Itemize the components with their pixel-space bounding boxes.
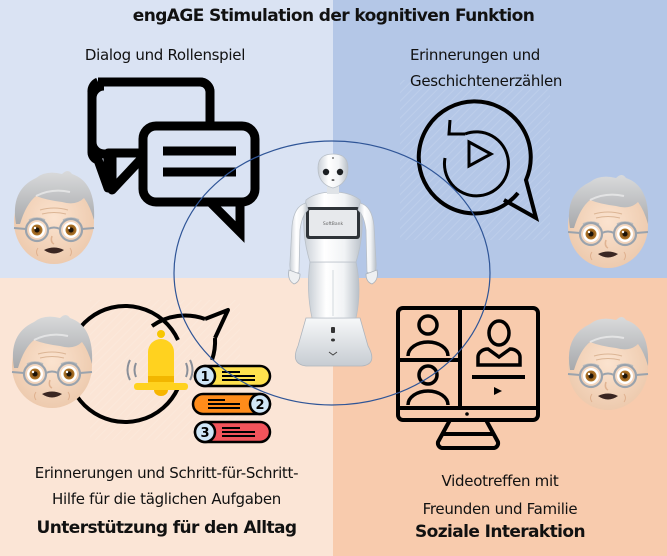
- social-caption-line-2: Freunden und Familie: [422, 500, 578, 518]
- older-person-face-bottom-right: [566, 315, 650, 412]
- replay-bubble-icon: [416, 99, 540, 223]
- svg-text:1: 1: [200, 370, 209, 385]
- memories-caption-line-2: Geschichtenerzählen: [410, 72, 563, 90]
- bell-checklist-icon: 1 2 3: [65, 304, 272, 444]
- pepper-robot-image: SoftBank: [288, 153, 378, 367]
- daily-support-caption-line-1: Erinnerungen und Schritt-für-Schritt-: [34, 464, 299, 482]
- daily-support-caption-line-2: Hilfe für die täglichen Aufgaben: [52, 490, 281, 508]
- diagram-title: engAGE Stimulation der kognitiven Funkti…: [132, 6, 535, 26]
- older-person-face-top-right: [566, 173, 650, 270]
- social-caption-line-1: Videotreffen mit: [441, 472, 559, 490]
- chat-bubbles-icon: [87, 77, 260, 243]
- social-caption: Videotreffen mit Freunden und Familie: [333, 467, 667, 523]
- social-title: Soziale Interaktion: [415, 522, 586, 542]
- svg-text:3: 3: [200, 426, 209, 441]
- center-ellipse: [173, 140, 491, 406]
- memories-caption: Erinnerungen und Geschichtenerzählen: [380, 42, 600, 94]
- older-person-face-bottom-left: [10, 313, 94, 410]
- svg-text:SoftBank: SoftBank: [323, 221, 344, 227]
- svg-text:2: 2: [255, 398, 264, 413]
- memories-caption-line-1: Erinnerungen und: [410, 46, 540, 64]
- older-person-face-top-left: [12, 169, 96, 266]
- daily-support-title: Unterstützung für den Alltag: [36, 518, 298, 538]
- video-call-monitor-icon: [396, 306, 540, 450]
- daily-support-caption: Erinnerungen und Schritt-für-Schritt- Hi…: [0, 460, 333, 512]
- dialog-caption: Dialog und Rollenspiel: [84, 46, 246, 64]
